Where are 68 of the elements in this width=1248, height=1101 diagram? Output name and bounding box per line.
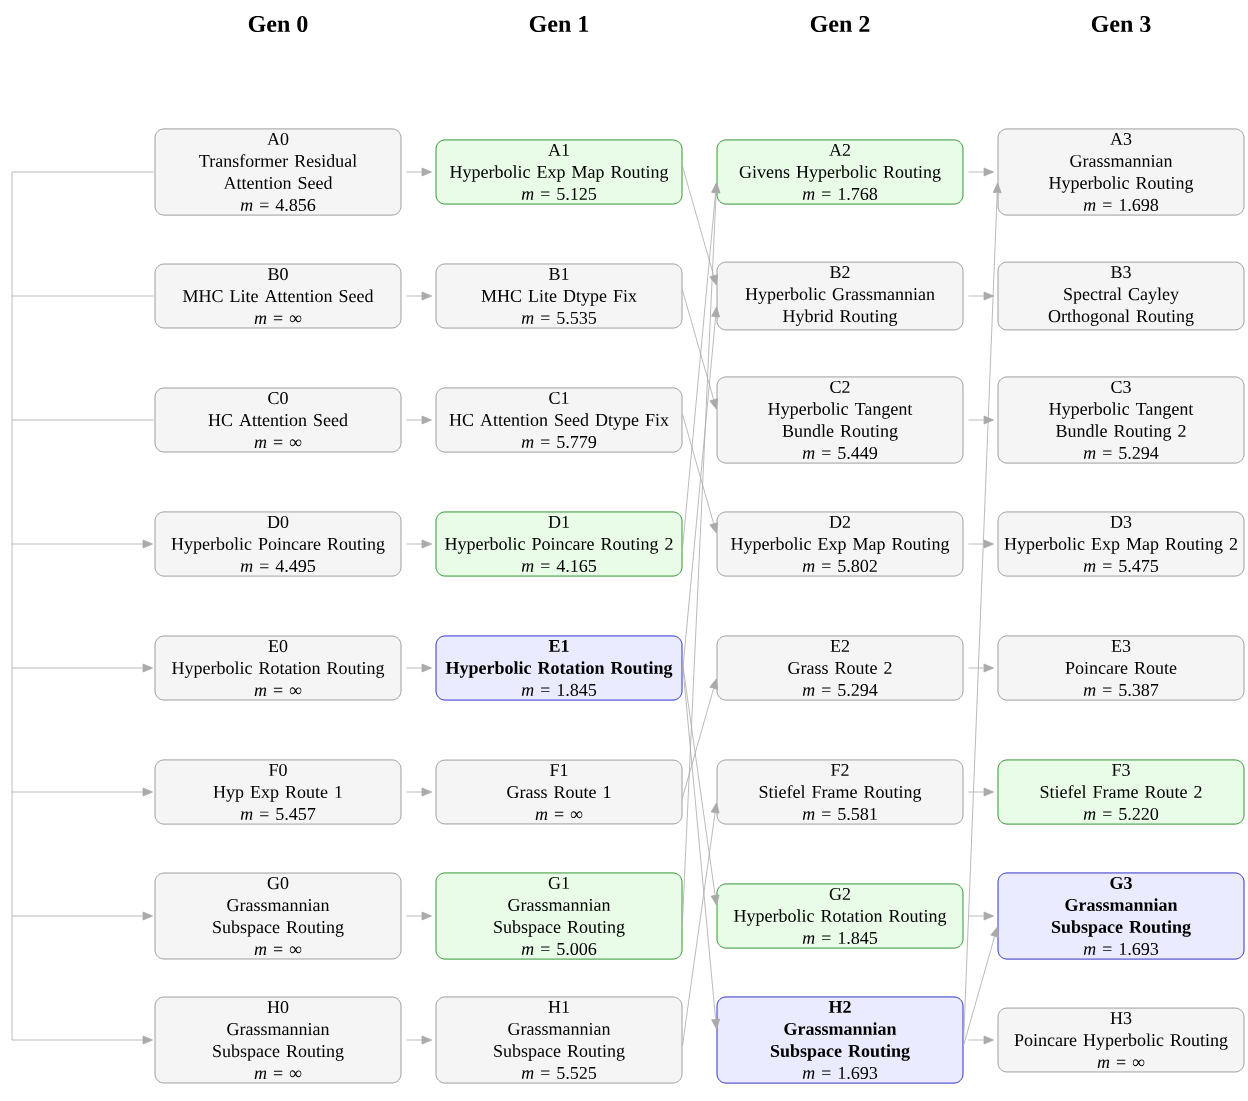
- arrow: [968, 415, 994, 425]
- arrow: [11, 1035, 153, 1045]
- candidate-box: D1 Hyperbolic Poincare Routing 2 m = 4.165: [435, 511, 683, 577]
- candidate-box: A0 Transformer Residual Attention Seed m = 4.856: [154, 128, 402, 216]
- arrow: [968, 1035, 994, 1045]
- candidate-box: H3 Poincare Hyperbolic Routing m = ∞: [997, 1007, 1245, 1073]
- arrow: [963, 926, 999, 1047]
- arrow: [682, 165, 718, 286]
- arrow: [11, 663, 153, 673]
- candidate-box: G3 Grassmannian Subspace Routing m = 1.693: [997, 872, 1245, 960]
- candidate-box: G0 Grassmannian Subspace Routing m = ∞: [154, 872, 402, 960]
- arrow: [968, 911, 994, 921]
- candidate-box: F1 Grass Route 1 m = ∞: [435, 759, 683, 825]
- column-heading: Gen 2: [810, 15, 870, 33]
- arrow: [968, 787, 994, 797]
- arrow: [968, 167, 994, 177]
- candidate-box: G2 Hyperbolic Rotation Routing m = 1.845: [716, 883, 964, 949]
- candidate-box: H1 Grassmannian Subspace Routing m = 5.525: [435, 996, 683, 1084]
- candidate-box: C2 Hyperbolic Tangent Bundle Routing m = 5.449: [716, 376, 964, 464]
- column-heading: Gen 3: [1091, 15, 1151, 33]
- candidate-box: B3 Spectral Cayley Orthogonal Routing: [997, 261, 1245, 331]
- arrow: [406, 911, 432, 921]
- arrow: [968, 663, 994, 673]
- arrow: [682, 413, 718, 534]
- arrow: [406, 787, 432, 797]
- candidate-box: E1 Hyperbolic Rotation Routing m = 1.845: [435, 635, 683, 701]
- arrow: [968, 539, 994, 549]
- arrow: [11, 539, 153, 549]
- candidate-box: F2 Stiefel Frame Routing m = 5.581: [716, 759, 964, 825]
- arrow: [682, 306, 720, 675]
- arrow: [682, 182, 721, 923]
- arrow: [682, 289, 718, 410]
- candidate-box: C3 Hyperbolic Tangent Bundle Routing 2 m = 5.294: [997, 376, 1245, 464]
- candidate-box: D3 Hyperbolic Exp Map Routing 2 m = 5.475: [997, 511, 1245, 577]
- arrow: [682, 661, 720, 1030]
- arrow: [406, 663, 432, 673]
- candidate-box: E3 Poincare Route m = 5.387: [997, 635, 1245, 701]
- arrow: [968, 291, 994, 301]
- arrow: [11, 787, 153, 797]
- column-heading: Gen 0: [248, 15, 308, 33]
- arrow: [682, 182, 720, 551]
- candidate-box: E2 Grass Route 2 m = 5.294: [716, 635, 964, 701]
- candidate-box: A1 Hyperbolic Exp Map Routing m = 5.125: [435, 139, 683, 205]
- arrow: [406, 1035, 432, 1045]
- candidate-box: G1 Grassmannian Subspace Routing m = 5.006: [435, 872, 683, 960]
- column-heading: Gen 1: [529, 15, 589, 33]
- arrow: [406, 415, 432, 425]
- candidate-box: A2 Givens Hyperbolic Routing m = 1.768: [716, 139, 964, 205]
- candidate-box: H0 Grassmannian Subspace Routing m = ∞: [154, 996, 402, 1084]
- candidate-box: A3 Grassmannian Hyperbolic Routing m = 1.698: [997, 128, 1245, 216]
- arrow: [682, 678, 718, 799]
- candidate-box: C0 HC Attention Seed m = ∞: [154, 387, 402, 453]
- candidate-box: B1 MHC Lite Dtype Fix m = 5.535: [435, 263, 683, 329]
- candidate-box: E0 Hyperbolic Rotation Routing m = ∞: [154, 635, 402, 701]
- candidate-box: B0 MHC Lite Attention Seed m = ∞: [154, 263, 402, 329]
- connector-trunk: [11, 171, 13, 1041]
- candidate-box: H2 Grassmannian Subspace Routing m = 1.693: [716, 996, 964, 1084]
- candidate-box: C1 HC Attention Seed Dtype Fix m = 5.779: [435, 387, 683, 453]
- arrow: [682, 802, 720, 1047]
- candidate-box: B2 Hyperbolic Grassmannian Hybrid Routing: [716, 261, 964, 331]
- arrow: [406, 291, 432, 301]
- arrow: [406, 167, 432, 177]
- candidate-box: F3 Stiefel Frame Route 2 m = 5.220: [997, 759, 1245, 825]
- arrow: [11, 911, 153, 921]
- candidate-box: D0 Hyperbolic Poincare Routing m = 4.495: [154, 511, 402, 577]
- arrow: [406, 539, 432, 549]
- candidate-box: F0 Hyp Exp Route 1 m = 5.457: [154, 759, 402, 825]
- candidate-box: D2 Hyperbolic Exp Map Routing m = 5.802: [716, 511, 964, 577]
